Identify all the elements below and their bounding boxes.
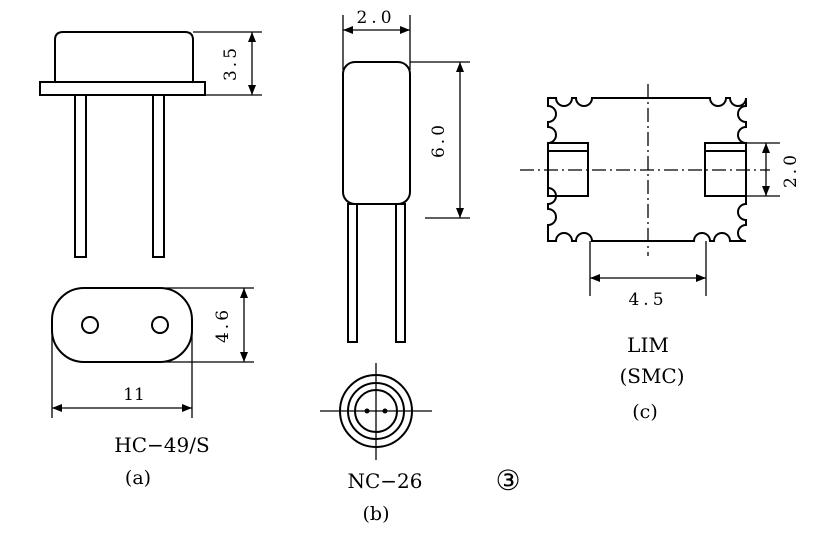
nc26-side-view: 2.0 6.0 bbox=[342, 8, 470, 343]
figure-b-label: (b) bbox=[363, 503, 390, 525]
figure-number: ③ bbox=[495, 464, 520, 497]
hc49s-lead-right bbox=[152, 94, 165, 258]
nc26-pin-right bbox=[382, 408, 388, 414]
nc26-pin-left bbox=[364, 408, 370, 414]
lim-smc-footprint: 2.0 4.5 bbox=[520, 84, 801, 310]
hc49s-outline bbox=[51, 287, 193, 363]
hc49s-can bbox=[54, 31, 194, 82]
hc49s-width-dimension: 4.6 bbox=[213, 307, 233, 343]
lim-model-sublabel: (SMC) bbox=[619, 364, 684, 388]
hc49s-side-view: 3.5 bbox=[39, 31, 262, 258]
lim-model-label: LIM bbox=[627, 333, 669, 357]
hc49s-pin-hole-left bbox=[81, 316, 99, 334]
nc26-lead-left bbox=[347, 203, 358, 343]
hc49s-pin-hole-right bbox=[151, 316, 169, 334]
hc49s-base bbox=[39, 81, 206, 96]
nc26-end-view bbox=[320, 363, 432, 460]
hc49s-lead-left bbox=[74, 94, 87, 258]
nc26-outer-circle bbox=[339, 374, 413, 448]
nc26-height-dimension: 6.0 bbox=[429, 122, 449, 158]
lim-spacing-dimension: 4.5 bbox=[628, 290, 667, 310]
lim-outline bbox=[547, 97, 747, 242]
hc49s-height-dimension: 3.5 bbox=[221, 45, 241, 81]
nc26-lead-right bbox=[395, 203, 406, 343]
figure-c-label: (c) bbox=[632, 401, 657, 423]
nc26-width-dimension: 2.0 bbox=[356, 8, 395, 28]
figure-a-label: (a) bbox=[125, 467, 151, 489]
nc26-body bbox=[342, 61, 411, 205]
nc26-model-label: NC−26 bbox=[347, 469, 422, 493]
lim-pad-dimension: 2.0 bbox=[781, 152, 801, 188]
hc49s-top-view: 4.6 11 bbox=[51, 287, 254, 418]
hc49s-model-label: HC−49/S bbox=[114, 433, 209, 457]
hc49s-length-dimension: 11 bbox=[123, 385, 145, 405]
